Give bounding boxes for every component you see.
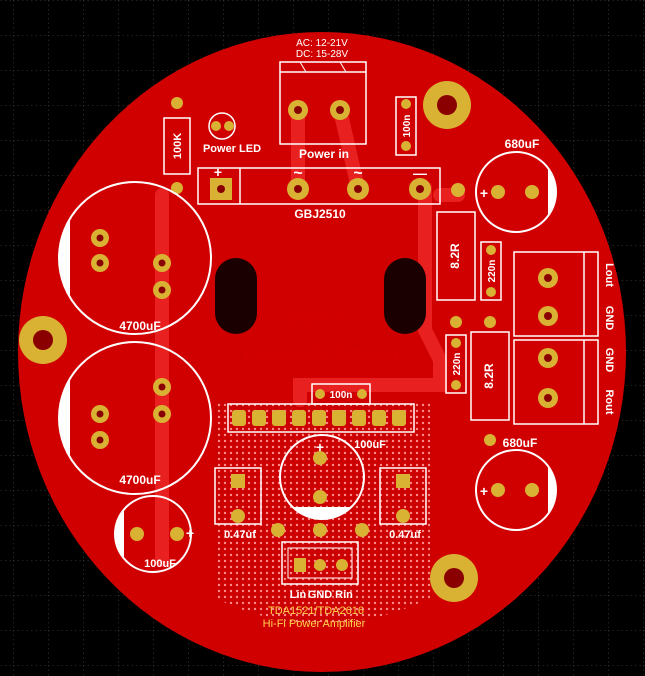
- gnd-input-label: GND: [308, 589, 333, 601]
- bridge-ac1-label: ~: [293, 165, 302, 182]
- capacitor-4700uf-top: [58, 181, 212, 335]
- capacitor-047uf-left: [214, 467, 262, 525]
- bridge-minus-label: —: [413, 165, 427, 181]
- capacitor-100uf-middle-plus: +: [316, 439, 324, 455]
- output-terminal-left: [513, 251, 599, 337]
- resistor-8r2-top-label: 8.2R: [448, 243, 462, 269]
- slot-right: [384, 258, 426, 334]
- bridge-rectifier: [197, 167, 441, 205]
- lout-label: Lout: [603, 263, 615, 287]
- rout-label: Rout: [603, 389, 615, 414]
- ic-pad: [355, 523, 369, 537]
- gnd-bottom-label: GND: [603, 348, 615, 373]
- capacitor-047uf-left-label: 0.47uf: [224, 529, 256, 541]
- capacitor-4700uf-bottom: [58, 341, 212, 495]
- input-connector: [281, 541, 359, 585]
- power-led-label: Power LED: [203, 143, 261, 155]
- power-in-label: Power in: [299, 147, 349, 161]
- capacitor-680uf-top-label: 680uF: [505, 137, 540, 151]
- capacitor-680uf-bottom-plus: +: [480, 483, 488, 499]
- capacitor-4700uf-top-label: 4700uF: [119, 319, 160, 333]
- capacitor-100uf-left-plus: +: [186, 525, 194, 541]
- capacitor-680uf-top: [475, 151, 557, 233]
- capacitor-100uf-left-label: 100uF: [144, 558, 176, 570]
- capacitor-680uf-top-plus: +: [480, 185, 488, 201]
- capacitor-680uf-bottom-label: 680uF: [503, 436, 538, 450]
- power-led: [208, 112, 236, 140]
- capacitor-220n-bottom: [445, 334, 467, 394]
- ic-pad: [313, 523, 327, 537]
- capacitor-100uf-left: [114, 495, 192, 573]
- capacitor-220n-top: [480, 241, 502, 301]
- supply-dc-label: DC: 15-28V: [296, 49, 349, 60]
- resistor-100k-label: 100K: [172, 133, 184, 159]
- mounting-holes: [19, 81, 478, 602]
- product-label: Hi-Fi Power Amplifier: [263, 618, 366, 630]
- capacitor-680uf-bottom: [475, 449, 557, 531]
- capacitor-220n-bottom-label: 220n: [452, 353, 463, 376]
- gnd-top-label: GND: [603, 306, 615, 331]
- chip-label: TDA1521/TDA2616: [268, 605, 364, 617]
- supply-ac-label: AC: 12-21V: [296, 38, 348, 49]
- board-outline: [18, 32, 626, 672]
- rin-label: Rin: [335, 589, 353, 601]
- resistor-8r2-bottom: [470, 316, 510, 446]
- capacitor-220n-top-label: 220n: [487, 260, 498, 283]
- output-terminal-right: [513, 339, 599, 425]
- trace-pad: [451, 183, 465, 197]
- capacitor-047uf-right-label: 0.47uf: [389, 529, 421, 541]
- capacitor-100uf-middle-label: 100uF: [354, 439, 386, 451]
- resistor-8r2-bottom-label: 8.2R: [482, 363, 496, 389]
- capacitor-100n-top: [395, 96, 417, 156]
- power-in-connector: [279, 61, 367, 145]
- lin-label: Lin: [290, 589, 307, 601]
- amplifier-ic: [227, 403, 415, 433]
- bridge-ac2-label: ~: [353, 165, 362, 182]
- capacitor-4700uf-bottom-label: 4700uF: [119, 473, 160, 487]
- slot-left: [215, 258, 257, 334]
- capacitor-100uf-middle: [279, 434, 365, 520]
- capacitor-100n-middle: [311, 383, 371, 405]
- capacitor-100n-top-label: 100n: [402, 115, 413, 138]
- bridge-plus-label: +: [214, 164, 222, 180]
- date-label: 2023.07: [286, 308, 358, 330]
- ic-pad: [271, 523, 285, 537]
- resistor-8r2-top: [436, 211, 476, 328]
- bridge-label: GBJ2510: [294, 207, 346, 221]
- capacitor-047uf-right: [379, 467, 427, 525]
- resistor-100k: [163, 97, 191, 194]
- designer-label: FanAudio Design: [245, 343, 398, 365]
- capacitor-100n-middle-label: 100n: [330, 390, 353, 401]
